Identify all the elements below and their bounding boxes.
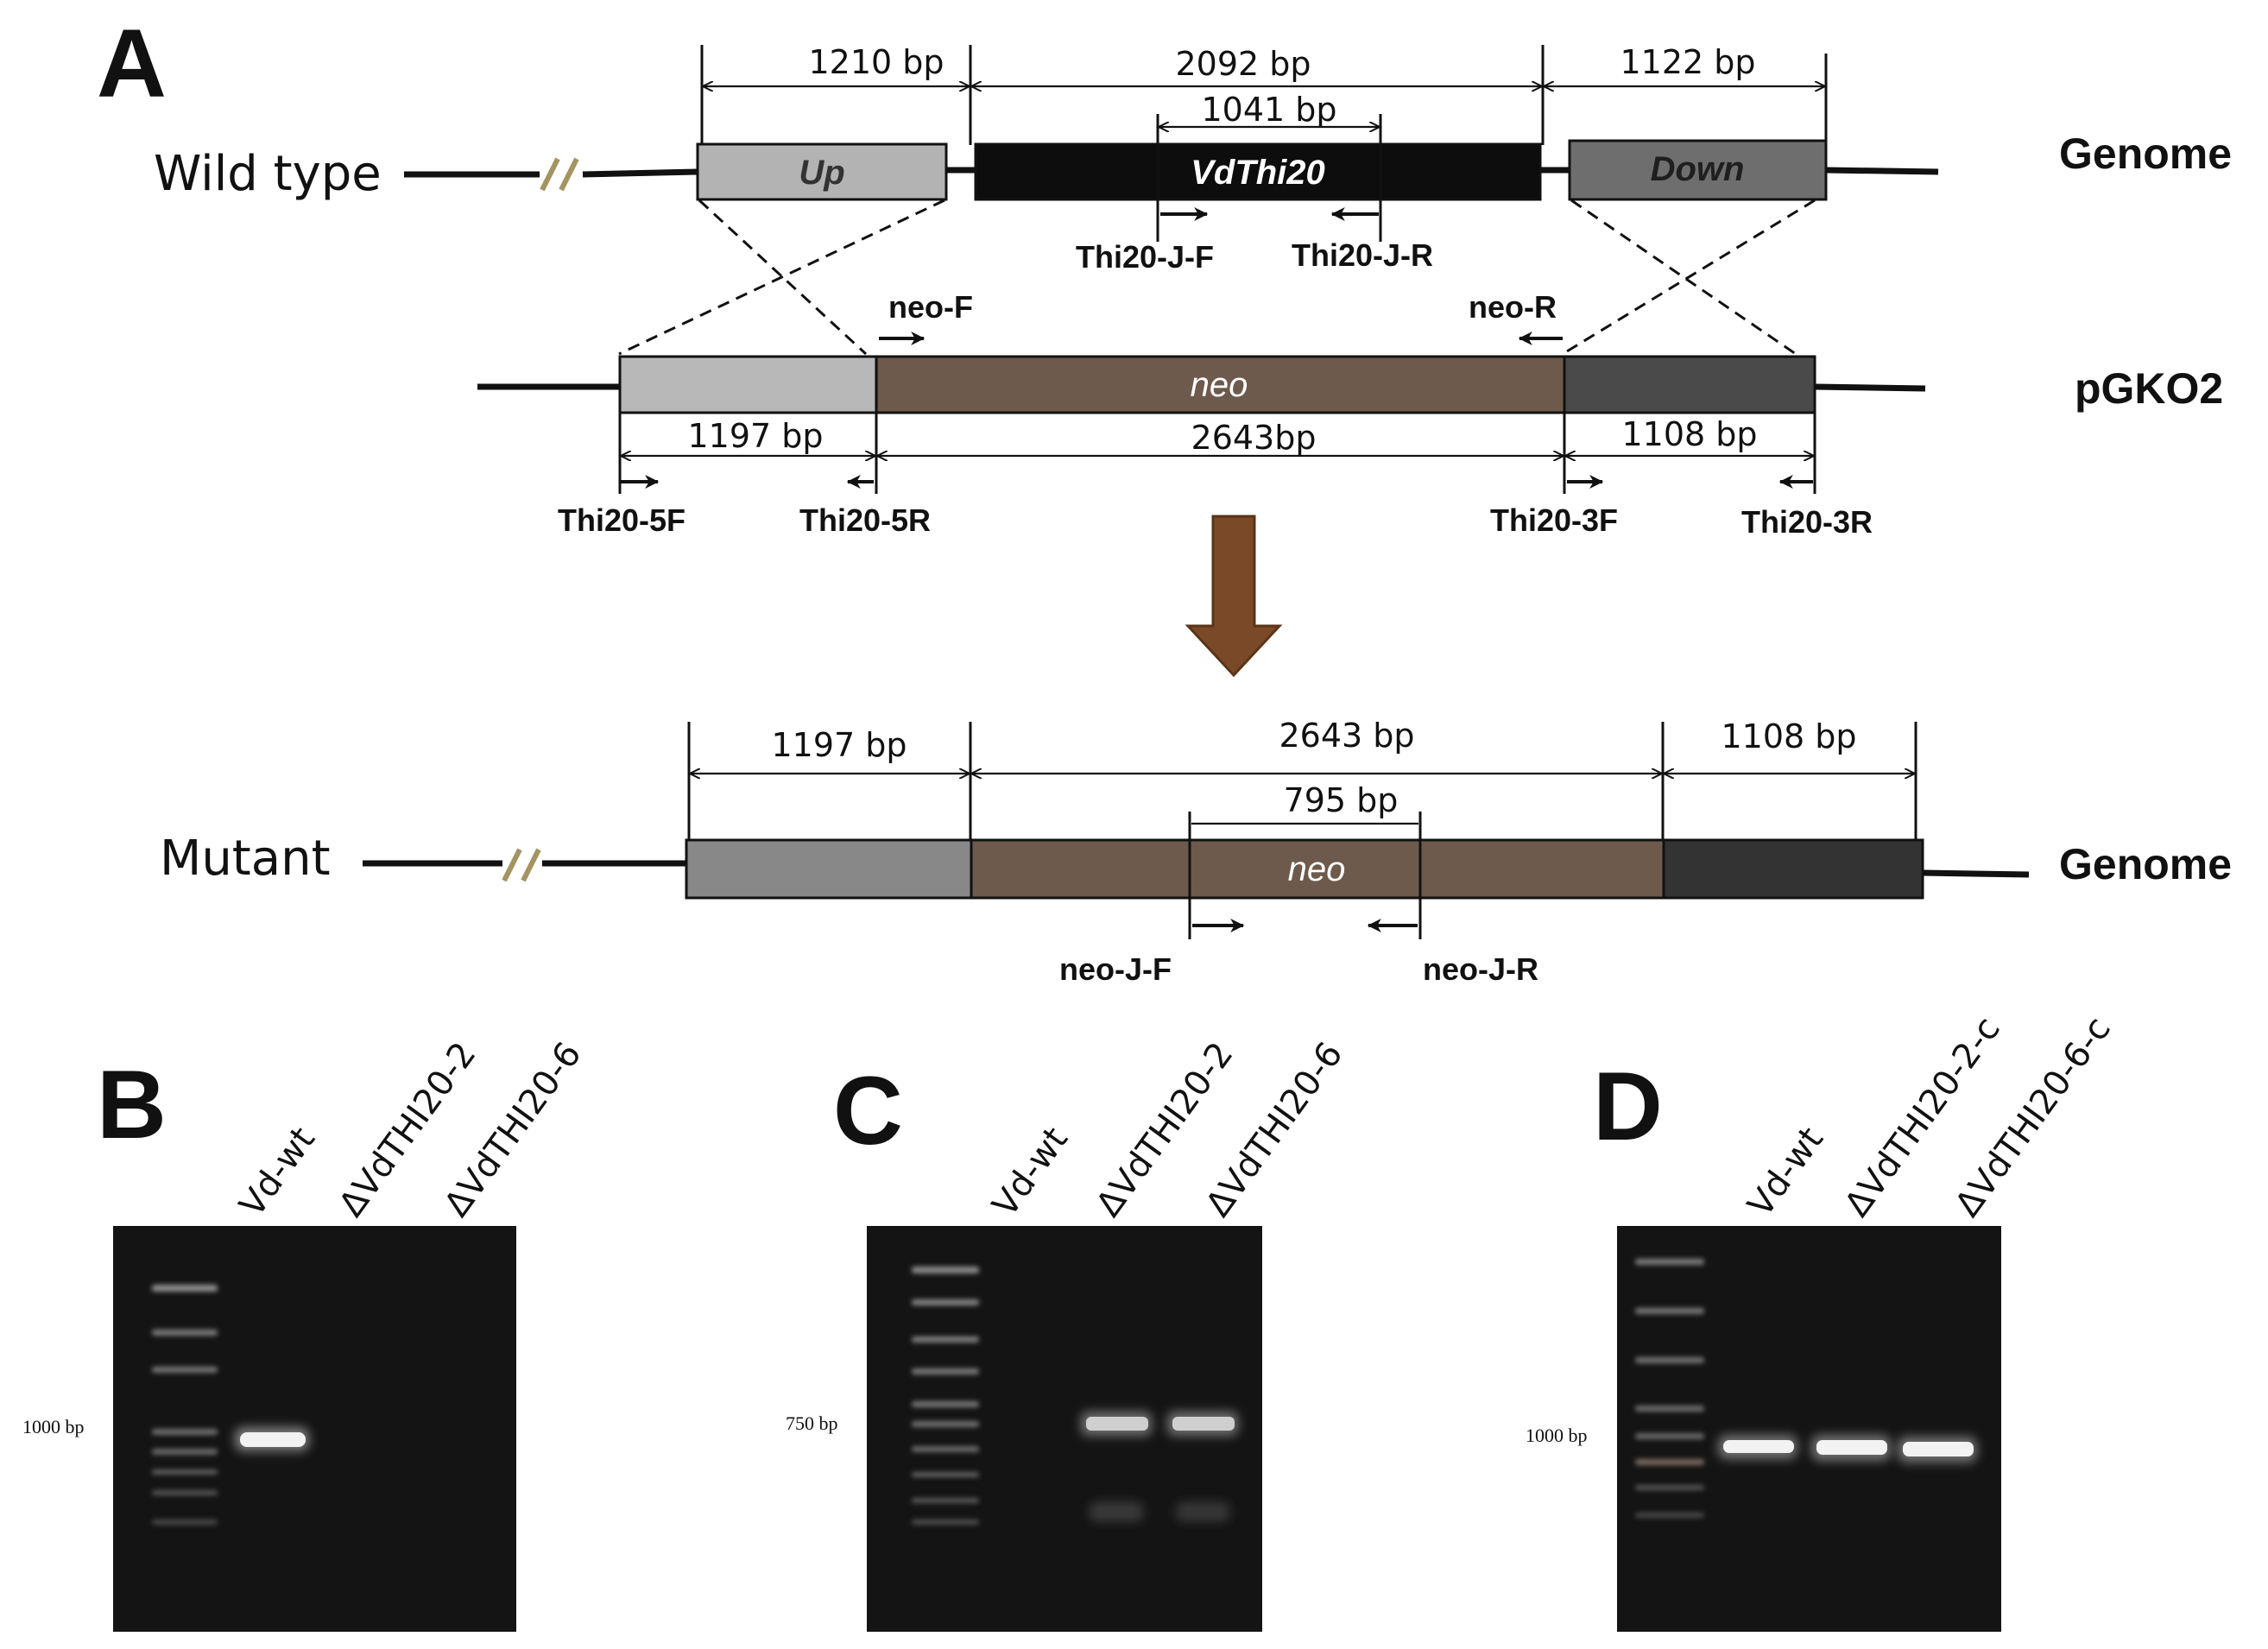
wild-type-chromosome-right (1825, 167, 1939, 175)
pgko2-right-arm-box (1563, 355, 1816, 414)
wt-inner-span-label: 1041 bp (1201, 91, 1336, 129)
panel-d-lane-3-band (1898, 1437, 1977, 1463)
chromosome-break-icon (540, 157, 579, 192)
mutant-left-arm-box (685, 838, 973, 900)
thi20-j-f-label: Thi20-J-F (1076, 239, 1214, 275)
up-label: Up (799, 154, 844, 192)
pgko2-backbone-right (1814, 383, 1926, 392)
mutant-label: Mutant (160, 831, 331, 887)
thi20-j-r-label: Thi20-J-R (1292, 237, 1433, 273)
neo-r-label: neo-R (1469, 289, 1557, 325)
panel-b: B Vd-wt ΔVdTHI20-2 ΔVdTHI20-6 1000 bp (22, 1035, 590, 1632)
wt-gene-span-label: 2092 bp (1175, 45, 1311, 83)
mutant-neo-label: neo (1288, 850, 1346, 888)
neo-j-f-label: neo-J-F (1059, 951, 1172, 987)
panel-b-ladder (152, 1285, 218, 1525)
mut-neo-span-label: 2643 bp (1279, 717, 1414, 755)
mut-inner-span-label: 795 bp (1284, 781, 1399, 819)
panel-c: C Vd-wt ΔVdTHI20-2 ΔVdTHI20-6 750 bp (786, 1035, 1351, 1632)
panel-c-letter: C (833, 1057, 903, 1165)
panel-d-ladder (1635, 1259, 1704, 1518)
pgko2-right-span-label: 1108 bp (1621, 415, 1757, 453)
pgko2-track: pGKO2 neo neo-F neo-R 1197 bp 2643bp 110… (477, 289, 2223, 540)
chromosome-break-icon (502, 848, 541, 882)
wild-type-label: Wild type (154, 146, 382, 202)
panel-c-lane-3-band (1167, 1412, 1238, 1521)
pgko2-label: pGKO2 (2075, 364, 2223, 413)
mut-left-span-label: 1197 bp (771, 726, 907, 764)
pgko2-neo-box (875, 355, 1566, 414)
pgko2-neo-span-label: 2643bp (1191, 419, 1317, 457)
panel-c-marker-label: 750 bp (786, 1412, 838, 1434)
panel-b-lane-1-label: Vd-wt (232, 1120, 323, 1224)
pgko2-left-arm-box (618, 355, 878, 414)
mutant-right-arm-box (1662, 838, 1924, 900)
thi20-3f-label: Thi20-3F (1490, 502, 1618, 538)
wild-type-genome-label: Genome (2059, 130, 2232, 178)
recombination-arrow-icon (1185, 515, 1283, 678)
pgko2-neo-label: neo (1191, 366, 1248, 404)
panel-d: D Vd-wt ΔVdTHI20-2-c ΔVdTHI20-6-c 1000 b… (1526, 1009, 2119, 1632)
mutant-genome-label: Genome (2059, 840, 2232, 888)
panel-d-gel (1617, 1226, 2001, 1632)
thi20-5r-label: Thi20-5R (799, 502, 931, 538)
recombination-crossover-lines (618, 199, 1816, 356)
mutant-track: Mutant Genome neo 1197 bp 2643 bp 1 (160, 717, 2232, 987)
up-box (696, 142, 948, 201)
panel-d-lane-1-band (1718, 1435, 1797, 1459)
panel-d-marker-label: 1000 bp (1526, 1425, 1588, 1446)
panel-d-letter: D (1593, 1052, 1663, 1160)
pgko2-left-span-label: 1197 bp (687, 417, 823, 455)
mutant-chromosome-right (1922, 869, 2030, 878)
panel-d-lane-1-label: Vd-wt (1740, 1120, 1831, 1224)
vdthi20-box (974, 142, 1542, 201)
panel-b-lane-1-band (235, 1427, 309, 1451)
thi20-3r-label: Thi20-3R (1741, 504, 1873, 540)
panel-c-ladder (912, 1267, 979, 1525)
panel-b-marker-label: 1000 bp (22, 1416, 85, 1437)
down-box (1568, 139, 1828, 201)
neo-j-r-label: neo-J-R (1423, 951, 1538, 987)
panel-c-lane-1-label: Vd-wt (985, 1120, 1076, 1224)
neo-f-label: neo-F (888, 289, 973, 325)
wt-up-span-label: 1210 bp (808, 43, 944, 81)
panel-a: A Wild type Genome Up VdThi20 Down (97, 9, 2232, 987)
thi20-5f-label: Thi20-5F (558, 502, 685, 538)
panel-c-lane-2-band (1081, 1412, 1152, 1521)
vdthi20-label: VdThi20 (1191, 154, 1325, 192)
panel-a-letter: A (97, 9, 167, 117)
mut-right-span-label: 1108 bp (1721, 717, 1856, 755)
panel-d-lane-2-band (1811, 1435, 1891, 1461)
wild-type-track: Wild type Genome Up VdThi20 Down (154, 43, 2232, 275)
wild-type-chromosome-left2 (582, 168, 698, 178)
panel-b-letter: B (97, 1051, 167, 1159)
down-label: Down (1651, 150, 1745, 188)
wt-down-span-label: 1122 bp (1620, 43, 1755, 81)
